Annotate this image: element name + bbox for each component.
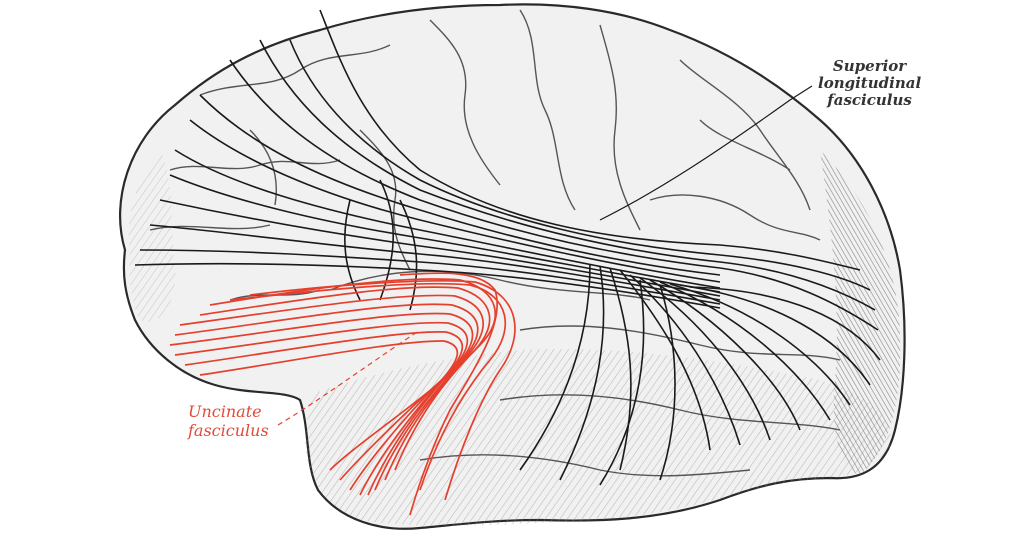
gyri-lines [149, 9, 841, 477]
label-line: longitudinal [818, 74, 922, 92]
superior-longitudinal-fibers [134, 9, 881, 486]
label-line: Superior [832, 57, 907, 75]
label-line: fasciculus [827, 91, 912, 109]
uncinate-fibers [169, 272, 516, 516]
brain-outline [118, 3, 906, 530]
label-line: Uncinate [188, 402, 262, 421]
label-uncinate-fasciculus: Uncinate fasciculus [188, 402, 269, 440]
label-superior-longitudinal-fasciculus: Superior longitudinal fasciculus [818, 58, 921, 109]
label-line: fasciculus [188, 421, 269, 440]
